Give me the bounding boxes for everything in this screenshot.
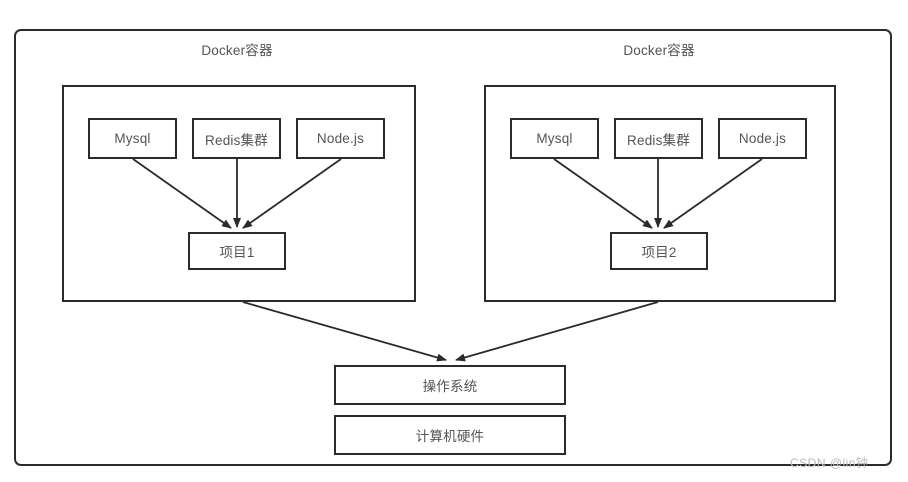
- project-box-2[interactable]: 项目2: [610, 232, 708, 270]
- arrow-node-left-to-project1: [242, 158, 342, 229]
- service-box-redis-left[interactable]: Redis集群: [192, 118, 281, 159]
- arrow-container-left-to-os: [242, 301, 447, 362]
- container-right-box: [484, 85, 836, 302]
- arrow-container-right-to-os: [455, 301, 659, 362]
- arrow-mysql-right-to-project2: [553, 158, 653, 229]
- service-box-node-right[interactable]: Node.js: [718, 118, 807, 159]
- project-box-1[interactable]: 项目1: [188, 232, 286, 270]
- service-box-mysql-left[interactable]: Mysql: [88, 118, 177, 159]
- diagram-outer-frame: [14, 29, 892, 466]
- platform-box-computer-hardware[interactable]: 计算机硬件: [334, 415, 566, 455]
- csdn-watermark: CSDN @lin钟: [790, 456, 869, 470]
- arrow-node-right-to-project2: [663, 158, 763, 229]
- service-box-mysql-right[interactable]: Mysql: [510, 118, 599, 159]
- container-left-title: Docker容器: [201, 43, 273, 58]
- service-box-node-left[interactable]: Node.js: [296, 118, 385, 159]
- arrow-mysql-left-to-project1: [132, 158, 232, 229]
- platform-box-operating-system[interactable]: 操作系统: [334, 365, 566, 405]
- container-left-box: [62, 85, 416, 302]
- service-box-redis-right[interactable]: Redis集群: [614, 118, 703, 159]
- container-right-title: Docker容器: [623, 43, 695, 58]
